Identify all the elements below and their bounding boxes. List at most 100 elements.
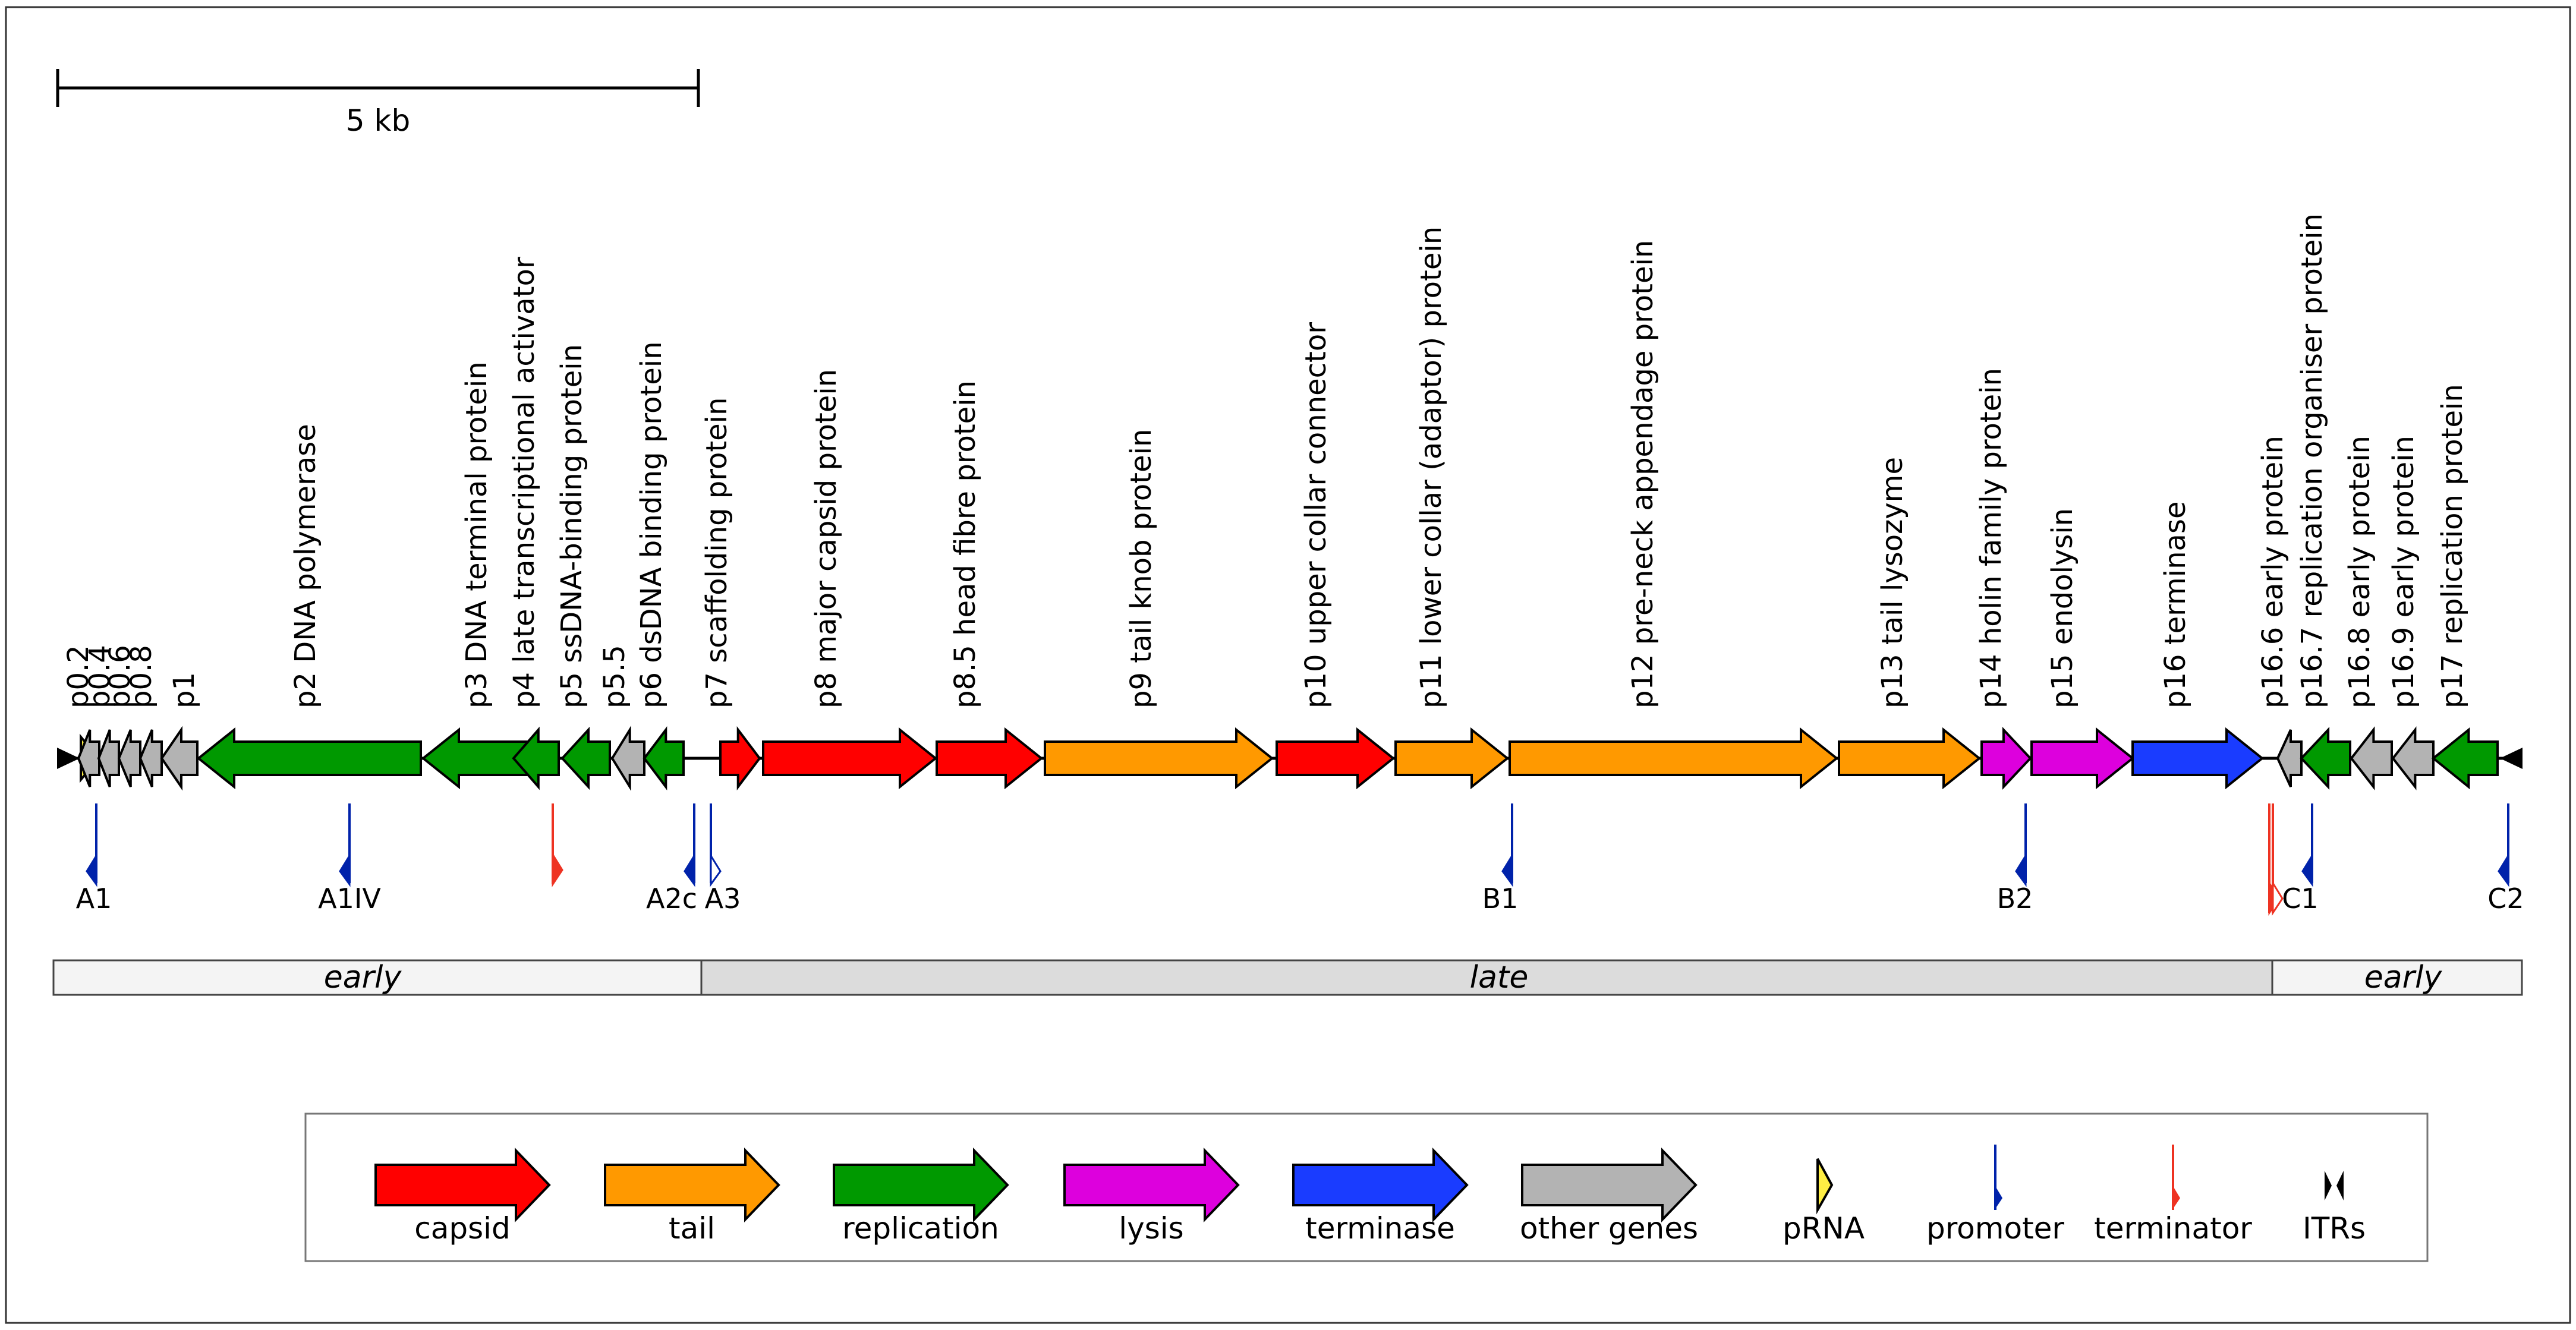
gene-labels: p0.2p0.4p0.6p0.8 p1 p2 DNA polymerase p3 DN… bbox=[62, 213, 2469, 708]
gene-arrow-p12 bbox=[1509, 727, 1839, 790]
gene-arrow-p0-6 bbox=[117, 729, 141, 787]
gene-arrow-p16-9 bbox=[2391, 726, 2435, 790]
gene-label-p17: p17 replication protein bbox=[2436, 384, 2469, 708]
legend-label-prna: pRNA bbox=[1783, 1211, 1865, 1246]
gene-label-p6: p6 dsDNA binding protein bbox=[635, 341, 668, 708]
phase-bar: early late early bbox=[52, 959, 2523, 996]
legend-prna-icon bbox=[1816, 1158, 1834, 1215]
legend-label-itr: ITRs bbox=[2303, 1211, 2366, 1246]
gene-arrow-p16-8 bbox=[2350, 726, 2393, 790]
promoter-label-b2: B2 bbox=[1997, 883, 2033, 915]
legend-replication-icon bbox=[833, 1148, 1009, 1222]
phase-label-early-right: early bbox=[2364, 960, 2443, 995]
scale-bar: 5 kb bbox=[56, 69, 700, 138]
legend-label-other: other genes bbox=[1520, 1211, 1698, 1246]
gene-arrow-p10 bbox=[1276, 727, 1396, 790]
legend-label-promoter: promoter bbox=[1926, 1211, 2064, 1246]
promoter-icon bbox=[2498, 852, 2509, 887]
phase-late-box bbox=[700, 959, 2273, 996]
gene-arrow-p14 bbox=[1980, 726, 2032, 790]
gene-arrow-p0-4 bbox=[97, 729, 120, 787]
phase-early-right-box bbox=[2271, 959, 2523, 996]
legend-lysis-icon bbox=[1063, 1148, 1240, 1222]
gene-label-p13: p13 tail lysozyme bbox=[1876, 457, 1909, 708]
promoter-label-c2: C2 bbox=[2487, 883, 2524, 915]
gene-label-p0-6: p0.6 bbox=[103, 645, 137, 708]
gene-arrow-p16 bbox=[2131, 727, 2265, 790]
gene-label-p16-7: p16.7 replication organiser protein bbox=[2295, 213, 2329, 708]
promoter-label-a1: A1 bbox=[76, 883, 112, 915]
legend-terminator-icon bbox=[2172, 1145, 2180, 1210]
phase-early-left-box bbox=[52, 959, 703, 996]
gene-label-p16-8: p16.8 early protein bbox=[2343, 436, 2376, 708]
gene-label-p5: p5 ssDNA-binding protein bbox=[555, 344, 588, 708]
gene-arrow-p1 bbox=[160, 726, 199, 791]
promoter-icon bbox=[710, 852, 722, 887]
gene-arrow-p13 bbox=[1838, 727, 1982, 790]
gene-label-p8-5: p8.5 head fibre protein bbox=[949, 380, 982, 708]
figure-frame bbox=[5, 6, 2571, 1324]
gene-arrow-p5-5 bbox=[610, 725, 645, 792]
gene-arrow-p0-8 bbox=[138, 729, 163, 787]
gene-label-p4: p4 late transcriptional activator bbox=[508, 257, 541, 708]
gene-arrow-p11 bbox=[1394, 727, 1510, 790]
gene-label-p8: p8 major capsid protein bbox=[810, 369, 843, 708]
gene-label-p0-4: p0.4 bbox=[83, 645, 116, 708]
promoter-label-a2c: A2c bbox=[646, 883, 697, 915]
gene-arrow-p16-6 bbox=[2276, 729, 2303, 787]
gene-label-p5-5: p5.5 bbox=[598, 645, 631, 708]
gene-arrow-p8 bbox=[762, 727, 938, 790]
promoter-icon bbox=[1501, 852, 1513, 887]
legend-label-terminase: terminase bbox=[1305, 1211, 1455, 1246]
promoter-icon bbox=[2301, 852, 2313, 887]
legend-label-replication: replication bbox=[842, 1211, 999, 1246]
gene-label-p3: p3 DNA terminal protein bbox=[460, 361, 493, 708]
gene-label-p15: p15 endolysin bbox=[2046, 508, 2079, 708]
gene-label-p2: p2 DNA polymerase bbox=[289, 424, 322, 708]
promoter-label-b1: B1 bbox=[1482, 883, 1519, 915]
gene-label-p12: p12 pre-neck appendage protein bbox=[1626, 240, 1659, 708]
gene-label-p16-9: p16.9 early protein bbox=[2387, 436, 2420, 708]
gene-label-p14: p14 holin family protein bbox=[1974, 368, 2008, 708]
gene-arrow-p2 bbox=[196, 727, 422, 790]
gene-arrow-p15 bbox=[2030, 727, 2135, 790]
gene-label-p16-6: p16.6 early protein bbox=[2256, 436, 2290, 708]
gene-track bbox=[77, 725, 2499, 792]
legend-tail-icon bbox=[604, 1148, 780, 1222]
gene-label-p10: p10 upper collar connector bbox=[1299, 322, 1333, 708]
scale-bar-label: 5 kb bbox=[346, 103, 410, 138]
gene-arrow-p9 bbox=[1044, 727, 1274, 790]
legend-label-tail: tail bbox=[669, 1211, 715, 1246]
gene-label-p11: p11 lower collar (adaptor) protein bbox=[1415, 226, 1448, 708]
legend-itr-icon bbox=[2325, 1171, 2344, 1200]
promoter-label-a3: A3 bbox=[705, 883, 741, 915]
legend-other-icon bbox=[1521, 1148, 1698, 1222]
promoter-icon bbox=[684, 852, 695, 887]
legend-label-terminator: terminator bbox=[2094, 1211, 2252, 1246]
phase-label-late: late bbox=[1470, 960, 1529, 995]
promoter-label-c1: C1 bbox=[2282, 883, 2318, 915]
gene-arrow-p7 bbox=[719, 726, 761, 790]
gene-arrow-p0-2 bbox=[77, 729, 100, 787]
promoter-icon bbox=[2015, 852, 2027, 887]
terminator-icon bbox=[552, 851, 563, 887]
itr-left-icon bbox=[57, 748, 80, 769]
legend: capsid tail replication lysis terminase other… bbox=[304, 1112, 2429, 1262]
phase-label-early-left: early bbox=[324, 960, 402, 995]
gene-arrow-p6 bbox=[643, 726, 685, 790]
legend-terminase-icon bbox=[1292, 1148, 1469, 1222]
legend-label-capsid: capsid bbox=[414, 1211, 511, 1246]
gene-label-p16: p16 terminase bbox=[2159, 501, 2192, 708]
gene-label-p1: p1 bbox=[168, 672, 201, 708]
gene-label-p0-2: p0.2 bbox=[62, 645, 95, 708]
gene-arrow-p3 bbox=[421, 727, 528, 790]
legend-label-lysis: lysis bbox=[1119, 1211, 1183, 1246]
gene-label-p0-8: p0.8 bbox=[125, 645, 158, 708]
legend-promoter-icon bbox=[1994, 1145, 2002, 1210]
legend-capsid-icon bbox=[374, 1148, 551, 1222]
promoter-icon bbox=[86, 852, 97, 887]
gene-label-p7: p7 scaffolding protein bbox=[700, 398, 733, 708]
gene-arrow-p8-5 bbox=[936, 727, 1044, 790]
